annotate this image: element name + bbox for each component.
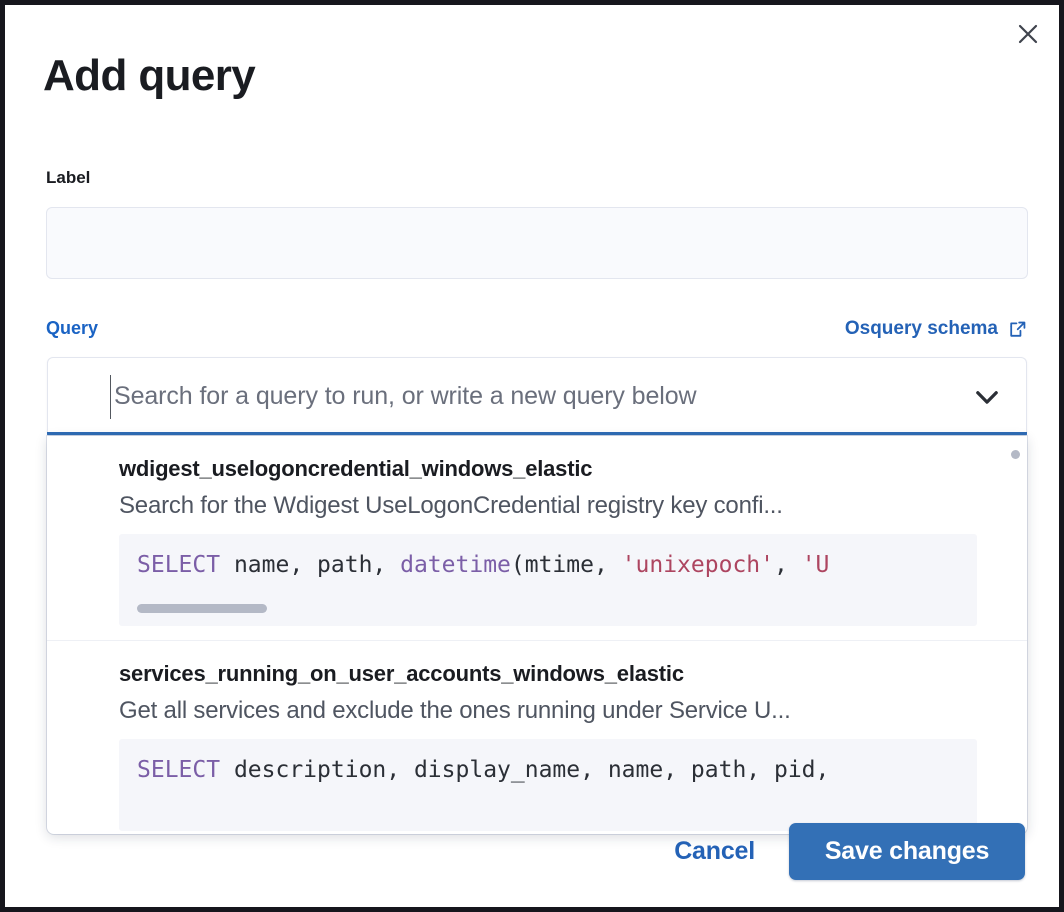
dropdown-scrollbar-thumb[interactable] <box>1011 450 1020 459</box>
add-query-modal: Add query Label Query Osquery schema Sea <box>5 5 1059 907</box>
modal-footer: Cancel Save changes <box>674 823 1025 880</box>
osquery-schema-link-label: Osquery schema <box>844 318 998 339</box>
text-caret <box>110 375 111 419</box>
suggestion-description: Search for the Wdigest UseLogonCredentia… <box>119 492 783 519</box>
query-combobox[interactable]: Search for a query to run, or write a ne… <box>47 357 1027 434</box>
combobox-focus-underline <box>47 432 1027 436</box>
query-header-row: Query Osquery schema <box>46 318 1028 344</box>
code-horizontal-scrollbar[interactable] <box>137 604 267 613</box>
page-title: Add query <box>43 51 256 100</box>
label-input[interactable] <box>46 207 1028 279</box>
osquery-schema-link[interactable]: Osquery schema <box>845 318 1028 340</box>
dropdown-scrollbar[interactable] <box>1011 446 1020 826</box>
suggestion-title: wdigest_uselogoncredential_windows_elast… <box>119 456 593 481</box>
suggestion-code-text: SELECT name, path, datetime(mtime, 'unix… <box>137 552 830 578</box>
suggestion-code-text: SELECT description, display_name, name, … <box>137 757 830 783</box>
list-item[interactable]: services_running_on_user_accounts_window… <box>47 640 1027 834</box>
suggestion-description: Get all services and exclude the ones ru… <box>119 697 791 724</box>
external-link-icon <box>1007 319 1028 340</box>
close-icon <box>1017 23 1039 45</box>
query-combobox-placeholder[interactable]: Search for a query to run, or write a ne… <box>114 382 697 410</box>
suggestion-code-block: SELECT description, display_name, name, … <box>119 739 977 831</box>
cancel-button[interactable]: Cancel <box>674 837 755 865</box>
list-item[interactable]: wdigest_uselogoncredential_windows_elast… <box>47 436 1027 640</box>
close-button[interactable] <box>1011 17 1045 51</box>
suggestion-code-block: SELECT name, path, datetime(mtime, 'unix… <box>119 534 977 626</box>
query-suggestions-dropdown: wdigest_uselogoncredential_windows_elast… <box>47 436 1027 834</box>
label-field-label: Label <box>46 168 91 187</box>
suggestion-title: services_running_on_user_accounts_window… <box>119 661 684 686</box>
query-field-label: Query <box>46 318 99 338</box>
save-changes-button[interactable]: Save changes <box>789 823 1025 880</box>
chevron-down-icon[interactable] <box>970 358 1004 435</box>
